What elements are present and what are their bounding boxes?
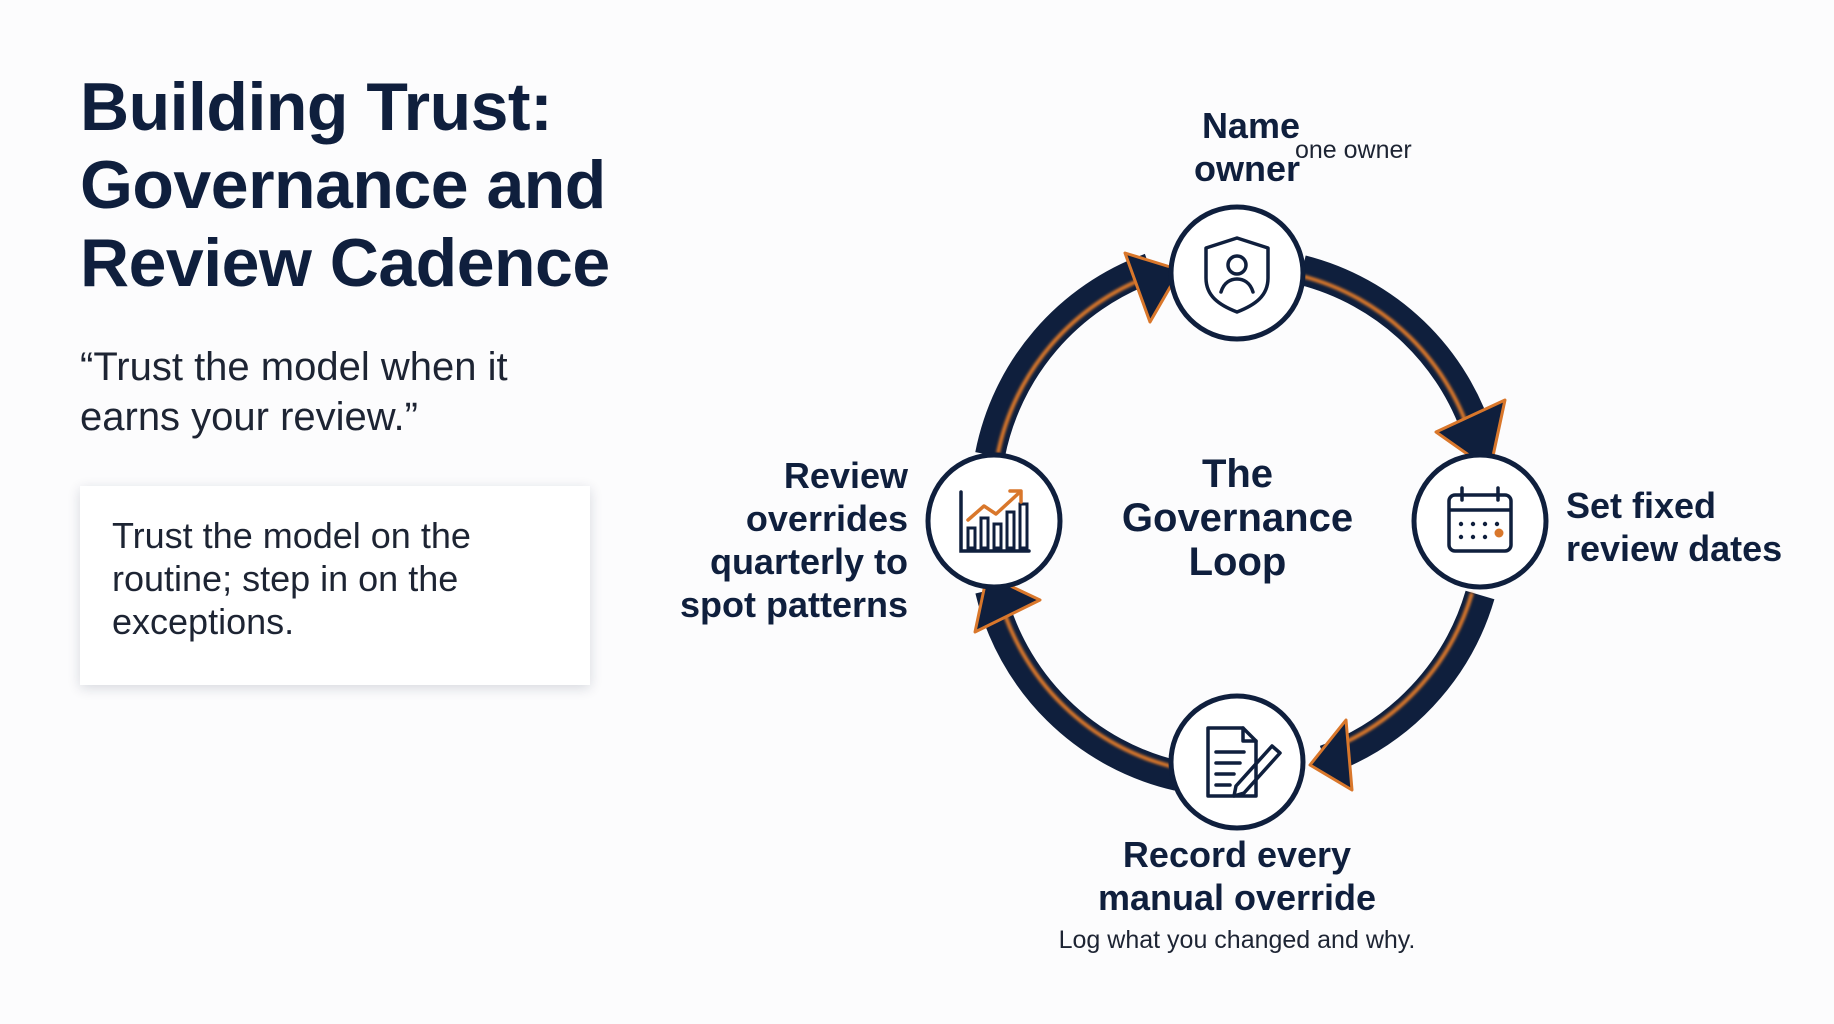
loop-arc-top-right xyxy=(1298,255,1507,472)
loop-arrowhead-right xyxy=(1434,398,1507,472)
loop-arrowhead-top xyxy=(1123,251,1182,324)
loop-center-line-3: Loop xyxy=(1188,540,1287,584)
page-title: Building Trust: Governance and Review Ca… xyxy=(80,68,720,302)
step-label-dates-line-1: Set fixed xyxy=(1566,485,1717,526)
step-note-owner: one owner xyxy=(1295,136,1412,164)
loop-center-line-1: The xyxy=(1201,452,1274,496)
loop-arc-bottom-right xyxy=(1308,590,1495,792)
title-line-2: Governance and xyxy=(80,147,606,223)
quote: “Trust the model when it earns your revi… xyxy=(80,342,640,442)
callout-line-1: Trust the model on the xyxy=(112,515,471,556)
step-label-review-line-1: Review xyxy=(783,455,908,496)
step-label-dates: Set fixed review dates xyxy=(1566,484,1826,570)
callout-line-3: exceptions. xyxy=(112,601,295,642)
callout-text: Trust the model on the routine; step in … xyxy=(112,514,558,643)
loop-center-line-2: Governance xyxy=(1121,496,1354,540)
title-line-1: Building Trust: xyxy=(80,69,553,145)
step-note-record: Log what you changed and why. xyxy=(1058,926,1416,954)
loop-arc-top-left xyxy=(975,251,1182,459)
step-label-owner-line-2: owner xyxy=(1193,148,1300,189)
step-label-dates-line-2: review dates xyxy=(1566,528,1783,569)
step-label-record-line-1: Record every xyxy=(1122,834,1352,875)
step-label-record-line-2: manual override xyxy=(1097,877,1377,918)
step-label-review-line-3: quarterly to xyxy=(709,541,908,582)
document-pen-icon xyxy=(1206,726,1282,798)
callout-card: Trust the model on the routine; step in … xyxy=(80,486,590,685)
step-label-review: Review overrides quarterly to spot patte… xyxy=(620,454,908,626)
step-label-review-line-2: overrides xyxy=(745,498,908,539)
quote-line-2: earns your review.” xyxy=(80,395,418,439)
step-node-owner xyxy=(1168,204,1306,342)
step-node-record xyxy=(1168,693,1306,831)
step-label-record: Record every manual override xyxy=(1077,833,1397,919)
loop-center-title: The Governance Loop xyxy=(1095,452,1380,584)
title-line-3: Review Cadence xyxy=(80,225,610,301)
callout-line-2: routine; step in on the xyxy=(112,558,459,599)
loop-arrowhead-bottom xyxy=(1308,718,1354,792)
quote-line-1: “Trust the model when it xyxy=(80,345,508,389)
step-label-review-line-4: spot patterns xyxy=(679,584,908,625)
step-node-calendar xyxy=(1411,452,1549,590)
step-label-owner-line-1: Name xyxy=(1201,105,1300,146)
calendar-icon xyxy=(1447,486,1513,553)
shield-user-icon xyxy=(1204,236,1270,314)
loop-arc-bottom-left xyxy=(973,573,1182,791)
bar-chart-trend-icon xyxy=(959,489,1031,553)
step-node-review xyxy=(925,452,1063,590)
step-label-owner: Name owner xyxy=(1180,104,1300,190)
